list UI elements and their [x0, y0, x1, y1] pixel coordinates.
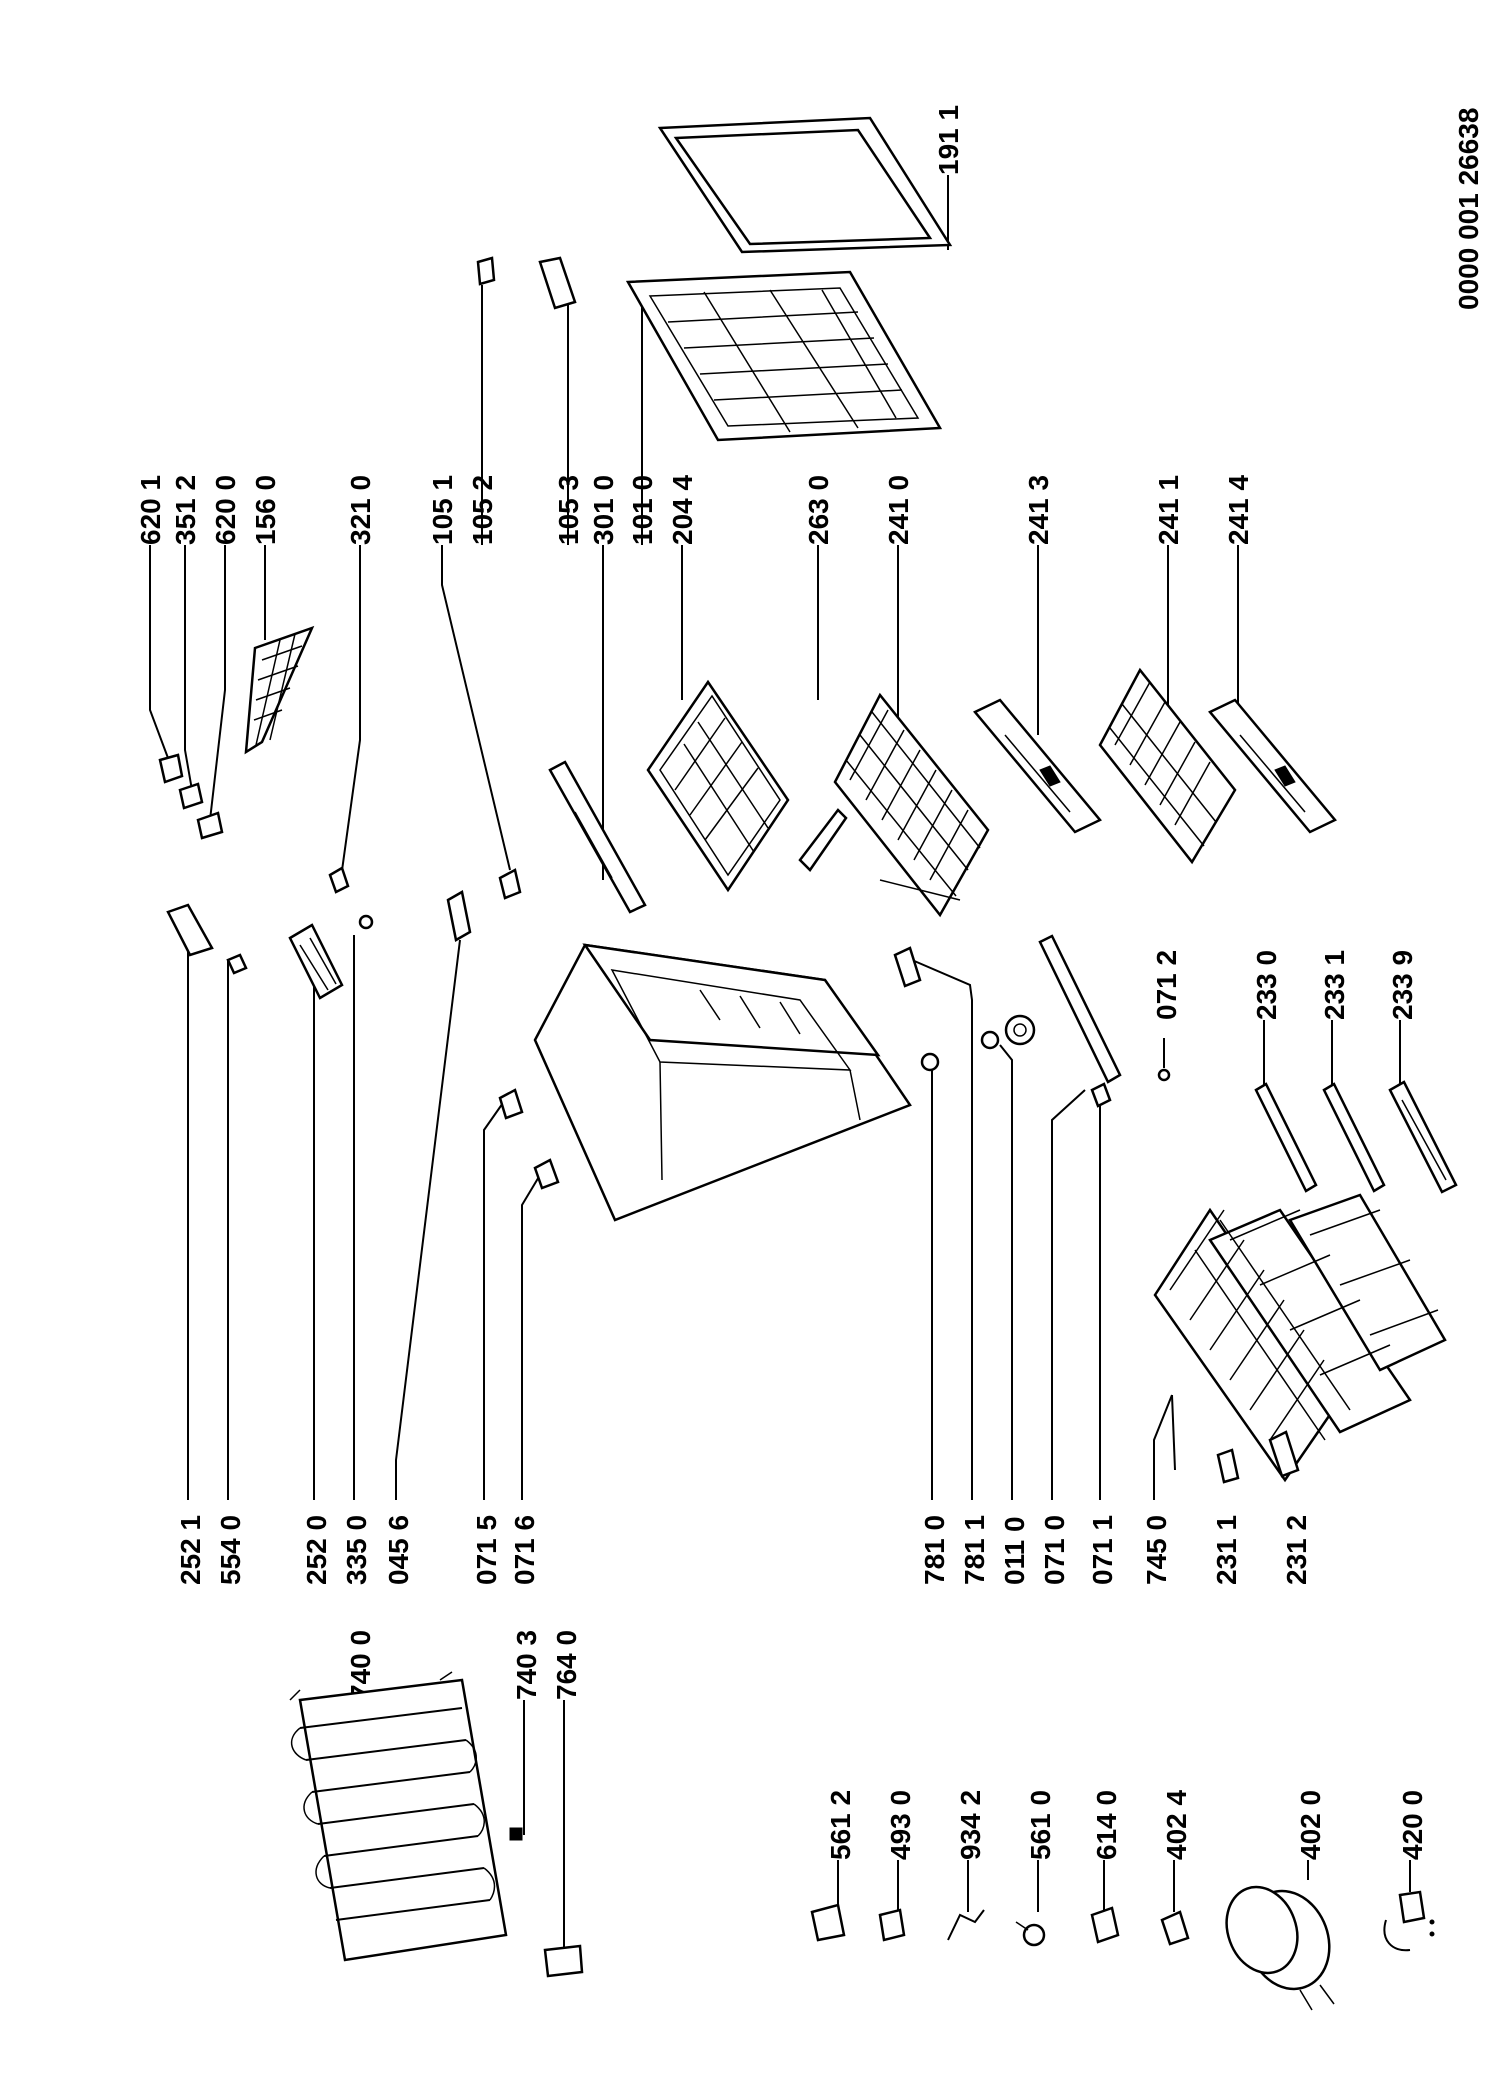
- label-071-6: 071 6: [509, 1515, 540, 1585]
- part-252-0-thermostat: [288, 923, 344, 1000]
- label-614-0: 614 0: [1091, 1790, 1122, 1860]
- part-105-3: [538, 256, 577, 310]
- part-620-1: [158, 753, 184, 784]
- label-740-3: 740 3: [511, 1630, 542, 1700]
- label-011-0: 011 0: [999, 1516, 1030, 1585]
- part-781-0: [920, 1052, 940, 1072]
- label-561-0: 561 0: [1025, 1790, 1056, 1860]
- part-561-2: [810, 1903, 846, 1942]
- label-105-1: 105 1: [427, 475, 458, 545]
- label-233-9: 233 9: [1387, 950, 1418, 1020]
- label-231-1: 231 1: [1211, 1515, 1242, 1585]
- part-156-0-ice-tray: [244, 625, 315, 755]
- part-561-0: [1015, 1921, 1046, 1947]
- part-241-4-drawer-front: [1208, 698, 1337, 834]
- part-351-2: [178, 782, 204, 810]
- part-301-0-shelf-front: [548, 760, 647, 914]
- part-420-0: [1383, 1890, 1435, 1952]
- label-620-1: 620 1: [135, 475, 166, 545]
- label-745-0: 745 0: [1141, 1515, 1172, 1585]
- part-071-2: [1157, 1068, 1171, 1082]
- label-156-0: 156 0: [250, 475, 281, 545]
- middle-leader-lines: [187, 935, 1401, 1500]
- part-191-1-door-seal: [657, 116, 953, 254]
- label-351-2: 351 2: [170, 475, 201, 545]
- part-fan-disc: [1004, 1014, 1036, 1046]
- label-231-2: 231 2: [1281, 1515, 1312, 1585]
- part-740-0-condenser-coil: [289, 1671, 508, 1962]
- part-241-1-basket: [1098, 667, 1237, 865]
- label-233-1: 233 1: [1319, 950, 1350, 1020]
- label-191-1: 191 1: [933, 105, 964, 175]
- label-241-3: 241 3: [1023, 475, 1054, 545]
- part-204-4-drawer: [646, 679, 790, 893]
- part-252-1: [166, 903, 214, 957]
- part-402-0-compressor: [1225, 1885, 1335, 2011]
- label-071-2: 071 2: [1151, 950, 1182, 1020]
- part-263-0: [798, 808, 848, 872]
- part-321-0: [328, 866, 350, 894]
- label-233-0: 233 0: [1251, 950, 1282, 1020]
- part-105-2: [476, 256, 496, 286]
- part-231-1: [1216, 1448, 1240, 1484]
- label-561-2: 561 2: [825, 1790, 856, 1860]
- label-071-0: 071 0: [1039, 1515, 1070, 1585]
- part-934-2: [947, 1909, 985, 1941]
- part-620-0: [196, 811, 224, 840]
- label-934-2: 934 2: [955, 1790, 986, 1860]
- label-204-4: 204 4: [667, 475, 698, 545]
- part-233-0-rail: [1254, 1082, 1318, 1193]
- part-cabinet: [533, 943, 912, 1222]
- label-252-0: 252 0: [301, 1515, 332, 1585]
- part-071-1: [1090, 1082, 1112, 1108]
- part-764-0: [543, 1944, 584, 1978]
- label-402-4: 402 4: [1161, 1790, 1192, 1860]
- part-233-9-rail: [1388, 1080, 1458, 1194]
- part-071-0-rail: [1038, 934, 1122, 1084]
- part-105-1: [498, 868, 522, 900]
- label-263-0: 263 0: [803, 475, 834, 545]
- label-781-0: 781 0: [919, 1515, 950, 1585]
- label-420-0: 420 0: [1397, 1790, 1428, 1860]
- part-335-0: [358, 914, 374, 930]
- label-071-5: 071 5: [471, 1515, 502, 1585]
- part-241-3-drawer-front: [973, 698, 1102, 834]
- document-number: 0000 001 26638: [1453, 108, 1484, 310]
- part-740-3: [509, 1827, 523, 1841]
- label-071-1: 071 1: [1087, 1515, 1118, 1585]
- part-231-2: [1268, 1430, 1300, 1478]
- label-402-0: 402 0: [1295, 1790, 1326, 1860]
- part-011-0: [980, 1030, 1000, 1050]
- label-781-1: 781 1: [959, 1515, 990, 1585]
- part-745-0-evaporator-shelves: [1153, 1193, 1447, 1483]
- part-493-0: [878, 1908, 906, 1942]
- label-335-0: 335 0: [341, 1515, 372, 1585]
- part-071-6: [533, 1158, 560, 1190]
- part-402-4: [1160, 1910, 1190, 1946]
- part-781-1-lamp: [893, 946, 922, 988]
- label-620-0: 620 0: [210, 475, 241, 545]
- part-614-0: [1090, 1906, 1120, 1944]
- label-252-1: 252 1: [175, 1515, 206, 1585]
- label-241-0: 241 0: [883, 475, 914, 545]
- part-045-6: [446, 890, 472, 942]
- part-554-0: [226, 953, 248, 975]
- label-493-0: 493 0: [885, 1790, 916, 1860]
- label-740-0: 740 0: [345, 1630, 376, 1700]
- label-764-0: 764 0: [551, 1630, 582, 1700]
- part-241-0-basket: [833, 692, 990, 918]
- label-241-4: 241 4: [1223, 475, 1254, 545]
- label-321-0: 321 0: [345, 475, 376, 545]
- label-554-0: 554 0: [215, 1515, 246, 1585]
- part-101-0-lid-panel: [625, 270, 943, 442]
- label-241-1: 241 1: [1153, 475, 1184, 545]
- label-045-6: 045 6: [383, 1515, 414, 1585]
- part-071-5: [498, 1088, 524, 1120]
- part-233-1-rail: [1322, 1082, 1386, 1193]
- label-301-0: 301 0: [588, 475, 619, 545]
